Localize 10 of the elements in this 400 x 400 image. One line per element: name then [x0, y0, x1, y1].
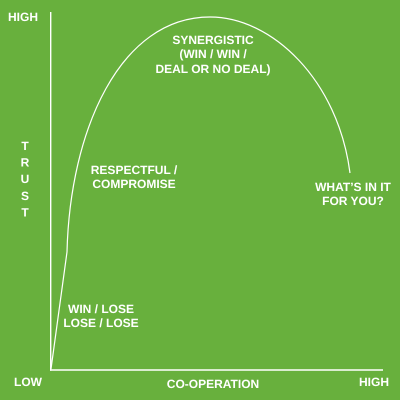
axis-end-label: LOW [14, 374, 42, 389]
curve-label: SYNERGISTIC (WIN / WIN / DEAL OR NO DEAL) [155, 32, 271, 76]
curve-label: LOSE / LOSE [63, 316, 139, 330]
axis-title: TRUST [19, 138, 31, 222]
curve-label: WHAT’S IN IT FOR YOU? [315, 180, 391, 208]
axis-end-label: HIGH [8, 10, 38, 24]
axis-end-label: HIGH [359, 374, 389, 389]
axis-title: CO-OPERATION [166, 376, 260, 391]
curve-label: WIN / LOSE [68, 302, 134, 316]
curve-label: RESPECTFUL / COMPROMISE [90, 162, 178, 192]
